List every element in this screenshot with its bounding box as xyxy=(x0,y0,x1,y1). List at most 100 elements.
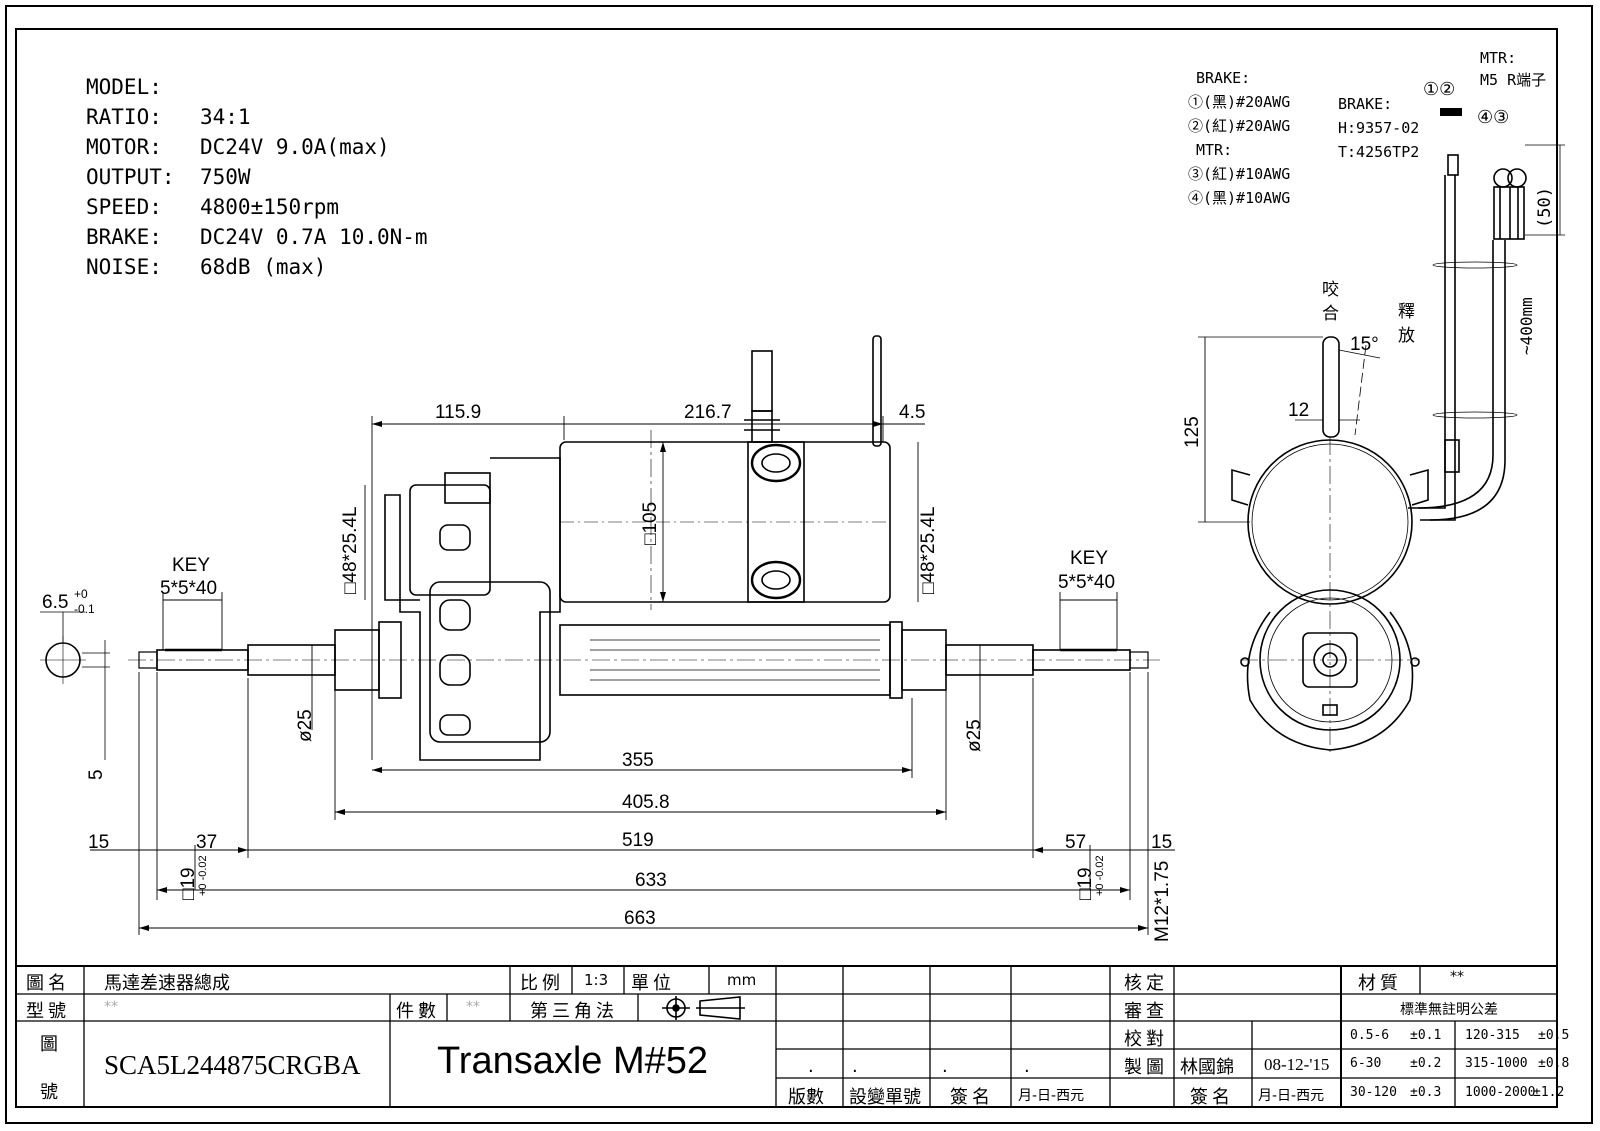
spec-label: SPEED: xyxy=(86,195,162,219)
tb-type-label: 型號 xyxy=(26,1001,70,1022)
spec-label: RATIO: xyxy=(86,105,162,129)
tb-product-name: Transaxle M#52 xyxy=(437,1040,709,1082)
tb-drawn: 製圖 xyxy=(1124,1057,1168,1078)
tb-drawing-no-label-2: 號 xyxy=(40,1082,58,1103)
dimension-lines xyxy=(90,416,1175,935)
dim-216-7: 216.7 xyxy=(684,402,732,423)
tolerance-cell: ±0.1 xyxy=(1410,1028,1442,1043)
dim-12: 12 xyxy=(1288,400,1310,421)
key-right-title: KEY xyxy=(1070,548,1109,569)
label-engage: 咬合 xyxy=(1322,280,1339,324)
spec-value: DC24V 9.0A(max) xyxy=(200,135,390,159)
tb-approve: 核定 xyxy=(1124,973,1168,994)
key-right-size: 5*5*40 xyxy=(1058,572,1116,593)
dim-6-5-tol-dn: -0.1 xyxy=(74,602,95,616)
dim-phi25-right: ø25 xyxy=(964,719,985,752)
dim-115-9: 115.9 xyxy=(435,402,482,423)
pins-1-2: ①② xyxy=(1423,79,1456,100)
spec-label: OUTPUT: xyxy=(86,165,175,189)
spec-row: SPEED: 4800±150rpm xyxy=(86,192,506,222)
spec-row: NOISE: 68dB (max) xyxy=(86,252,506,282)
tolerance-cell: 120-315 xyxy=(1465,1028,1520,1043)
tolerance-cell: ±1.2 xyxy=(1533,1085,1565,1100)
tb-qty-label: 件數 xyxy=(396,1001,440,1022)
spec-label: MOTOR: xyxy=(86,135,162,159)
tb-unit-value: mm xyxy=(727,971,757,989)
dim-15-degree: 15° xyxy=(1350,334,1379,355)
tb-dot: . xyxy=(942,1056,948,1077)
tb-scale-label: 比例 xyxy=(520,973,564,994)
connector-title: BRAKE: xyxy=(1338,95,1393,113)
key-left-title: KEY xyxy=(172,555,211,576)
spec-row: MODEL: xyxy=(86,72,506,102)
wiring-mtr-title: MTR: xyxy=(1196,141,1233,159)
tb-name-value: 馬達差速器總成 xyxy=(104,973,230,994)
tb-rev-label: 版數 xyxy=(788,1087,824,1108)
tb-material-value: ** xyxy=(1450,969,1464,985)
spec-value: 68dB (max) xyxy=(200,255,327,279)
dim-37: 37 xyxy=(196,832,218,853)
tb-name-label: 圖名 xyxy=(26,973,70,994)
spec-row: MOTOR: DC24V 9.0A(max) xyxy=(86,132,506,162)
tb-dot: . xyxy=(808,1056,814,1077)
tb-rev-label: 月-日-西元 xyxy=(1018,1088,1085,1104)
dim-square-105: □105 xyxy=(640,501,661,545)
spec-value: DC24V 0.7A 10.0N-m xyxy=(200,225,428,249)
spec-value: 34:1 xyxy=(200,105,251,129)
dim-6-5: 6.5 xyxy=(42,592,69,613)
tolerance-cell: 30-120 xyxy=(1350,1085,1397,1100)
tolerance-cell: 6-30 xyxy=(1350,1056,1382,1071)
third-angle-projection-icon xyxy=(662,996,745,1020)
tb-drawn-by: 林國錦 xyxy=(1180,1057,1234,1078)
inner-border xyxy=(15,28,1558,1108)
tb-scale-value: 1:3 xyxy=(584,971,609,989)
dimension-arrows xyxy=(139,421,1148,931)
tb-drawn-date: 08-12-'15 xyxy=(1264,1055,1330,1074)
dim-square-19-left-tol: +0 -0.02 xyxy=(197,855,209,896)
spec-value: 4800±150rpm xyxy=(200,195,340,219)
dim-5: 5 xyxy=(86,769,107,780)
dim-15-right: 15 xyxy=(1151,832,1173,853)
spec-value: 750W xyxy=(200,165,251,189)
tolerance-cell: ±0.8 xyxy=(1538,1056,1570,1071)
wiring-mtr-4: ④(黑)#10AWG xyxy=(1188,189,1291,207)
dim-6-5-tol-up: +0 xyxy=(74,587,88,601)
tb-rev-label: 簽名 xyxy=(950,1087,994,1108)
connector-housing: H:9357-02 xyxy=(1338,119,1420,137)
tolerance-cell: ±0.5 xyxy=(1538,1028,1570,1043)
connector-terminal: T:4256TP2 xyxy=(1338,143,1420,161)
dim-m12: M12*1.75 xyxy=(1152,860,1173,942)
tb-unit-label: 單位 xyxy=(631,973,675,994)
spec-row: OUTPUT: 750W xyxy=(86,162,506,192)
spec-list: MODEL: RATIO:34:1 MOTOR:DC24V 9.0A(max) … xyxy=(86,72,506,287)
key-left-size: 5*5*40 xyxy=(160,578,218,599)
spec-label: BRAKE: xyxy=(86,225,162,249)
dim-square-48-right: □48*25.4L xyxy=(918,506,939,594)
dim-square-19-right-tol: +0 -0.02 xyxy=(1094,855,1106,896)
tb-projection: 第三角法 xyxy=(530,1001,618,1022)
title-block-grid xyxy=(16,965,1557,1107)
tb-dot: . xyxy=(1024,1056,1030,1077)
pins-4-3: ④③ xyxy=(1477,107,1510,128)
spec-row: RATIO: 34:1 xyxy=(86,102,506,132)
dim-400mm: ~400mm xyxy=(1517,297,1536,355)
tolerance-cell: ±0.3 xyxy=(1410,1085,1442,1100)
tb-check: 校對 xyxy=(1124,1029,1168,1050)
tb-date-label: 月-日-西元 xyxy=(1258,1088,1325,1104)
dim-phi25-left: ø25 xyxy=(295,709,316,742)
tb-rev-label: 設變單號 xyxy=(849,1087,921,1108)
tb-dot: . xyxy=(852,1056,858,1077)
wiring-mtr-3: ③(紅)#10AWG xyxy=(1188,165,1291,183)
dim-355: 355 xyxy=(622,750,654,771)
tolerance-cell: 1000-2000 xyxy=(1465,1085,1536,1100)
label-release: 釋放 xyxy=(1398,302,1415,346)
wiring-brake-1: ①(黑)#20AWG xyxy=(1188,93,1291,111)
spec-label: NOISE: xyxy=(86,255,162,279)
tb-type-value: ** xyxy=(104,999,118,1015)
dim-50: (50) xyxy=(1535,187,1555,228)
dim-405-8: 405.8 xyxy=(622,792,670,813)
dim-square-48-left: □48*25.4L xyxy=(340,506,361,594)
mtr-terminal-title: MTR: xyxy=(1480,49,1517,67)
mtr-terminal: M5 R端子 xyxy=(1480,71,1547,89)
